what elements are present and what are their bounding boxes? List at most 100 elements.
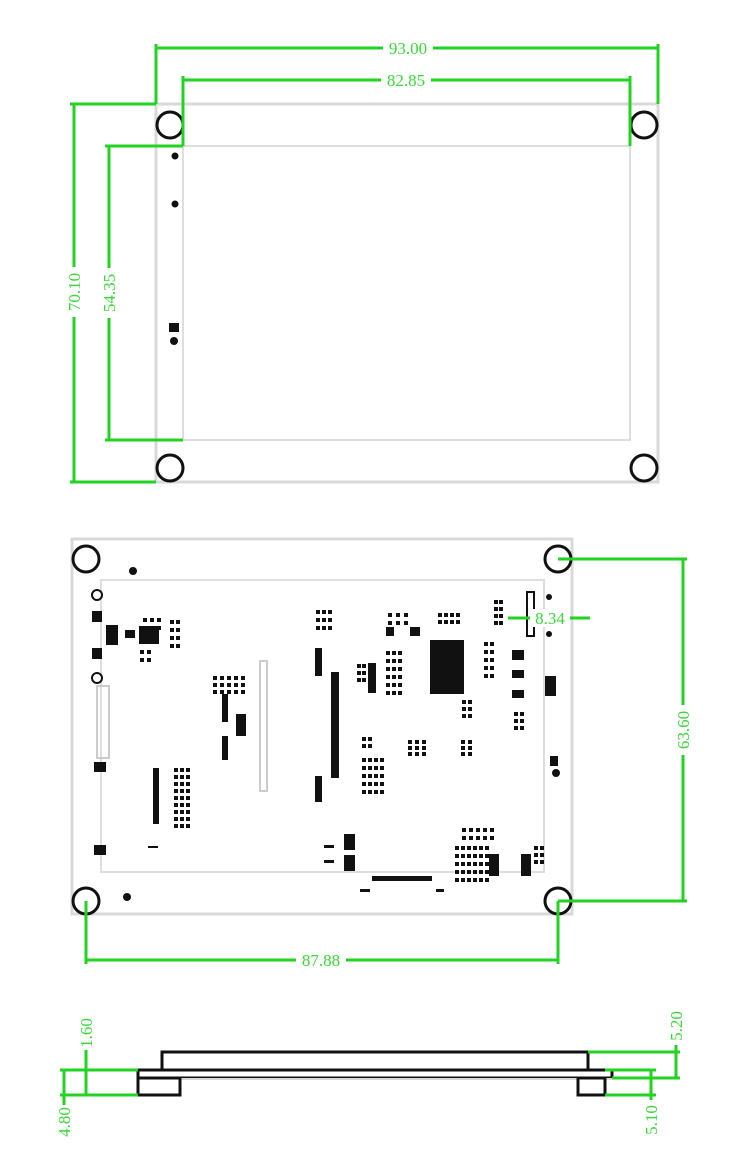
smd-pad	[180, 810, 184, 814]
smd-pad	[328, 626, 332, 630]
smd-pad	[186, 803, 190, 807]
smd-pad	[485, 878, 489, 882]
smd-component	[512, 690, 524, 698]
smd-component	[344, 855, 355, 871]
fiducial-mark	[123, 893, 131, 901]
smd-pad	[362, 678, 366, 682]
ic-chip	[236, 714, 246, 736]
smd-pad	[374, 758, 378, 762]
dim-left-height: 4.80	[55, 1068, 138, 1141]
top-view-led	[170, 337, 178, 345]
smd-pad	[408, 740, 412, 744]
smd-component	[489, 854, 499, 876]
smd-pad	[386, 659, 390, 663]
smd-pad	[485, 846, 489, 850]
smd-pad	[392, 675, 396, 679]
smd-pad	[462, 836, 466, 840]
smd-pad	[380, 766, 384, 770]
dim-connector-offset: 8.34	[508, 609, 590, 628]
smd-pad	[368, 766, 372, 770]
smd-pad	[485, 862, 489, 866]
smd-pad	[213, 683, 217, 687]
smd-pad	[176, 636, 180, 640]
smd-pad	[461, 878, 465, 882]
dim-label: 1.60	[77, 1018, 96, 1048]
smd-pad	[380, 782, 384, 786]
bottom-view: 8.34 63.60 87.88	[70, 537, 693, 970]
smd-component	[94, 845, 106, 855]
side-connector	[96, 685, 110, 759]
top-view-board-outline	[154, 102, 660, 484]
smd-pad	[396, 613, 400, 617]
side-view: 1.60 4.80 5.20 5.10	[55, 1008, 686, 1141]
smd-pad	[398, 651, 402, 655]
smd-pad	[499, 614, 503, 618]
smd-pad	[469, 836, 473, 840]
left-standoff-profile	[136, 1076, 182, 1097]
dim-hole-spacing-width: 82.85	[181, 71, 632, 146]
smd-pad	[461, 746, 465, 750]
smd-pad	[150, 618, 154, 622]
smd-pad	[455, 870, 459, 874]
smd-component	[315, 648, 322, 676]
smd-pad	[186, 810, 190, 814]
smd-pad	[140, 650, 144, 654]
smd-pad	[374, 774, 378, 778]
smd-pad	[462, 828, 466, 832]
smd-component	[153, 768, 159, 824]
smd-pad	[388, 621, 392, 625]
smd-pad	[484, 674, 488, 678]
smd-pad	[174, 782, 178, 786]
smd-pad	[520, 719, 524, 723]
ffc-connector	[372, 876, 432, 881]
dim-label: 4.80	[55, 1107, 74, 1137]
smd-pad	[455, 846, 459, 850]
smd-pad	[147, 658, 151, 662]
dim-right-height: 5.10	[605, 1068, 661, 1137]
smd-pad	[461, 846, 465, 850]
smd-pad	[362, 737, 366, 741]
smd-pad	[227, 690, 231, 694]
smd-pad	[186, 817, 190, 821]
smd-pad	[174, 824, 178, 828]
mounting-hole-bottom-right	[629, 453, 659, 483]
dim-display-height: 54.35	[100, 144, 183, 442]
smd-pad	[485, 870, 489, 874]
smd-pad	[386, 651, 390, 655]
smd-pad	[362, 664, 366, 668]
smd-pad	[404, 621, 408, 625]
smd-pad	[362, 782, 366, 786]
smd-pad	[473, 878, 477, 882]
smd-pad	[362, 758, 366, 762]
smd-pad	[490, 828, 494, 832]
smd-component	[521, 854, 531, 876]
smd-pad	[392, 683, 396, 687]
dim-label: 5.20	[667, 1011, 686, 1041]
smd-pad	[467, 878, 471, 882]
smd-pad	[176, 620, 180, 624]
smd-pad	[494, 607, 498, 611]
smd-pad	[174, 817, 178, 821]
smd-component	[106, 625, 118, 645]
smd-pad	[438, 620, 442, 624]
smd-pad	[468, 707, 472, 711]
smd-pad	[450, 613, 454, 617]
dim-top-height: 5.20	[588, 1008, 686, 1080]
top-view-component	[169, 323, 179, 332]
smd-pad	[386, 691, 390, 695]
smd-pad	[476, 828, 480, 832]
smd-pad	[174, 796, 178, 800]
smd-pad	[455, 854, 459, 858]
mounting-hole-top-left	[71, 544, 101, 574]
smd-pad	[398, 683, 402, 687]
smd-pad	[490, 658, 494, 662]
smd-pad	[174, 768, 178, 772]
smd-pad	[176, 628, 180, 632]
smd-pad	[479, 870, 483, 874]
smd-pad	[450, 620, 454, 624]
smd-pad	[467, 862, 471, 866]
smd-pad	[461, 752, 465, 756]
smd-pad	[374, 790, 378, 794]
fiducial-mark	[552, 769, 560, 777]
